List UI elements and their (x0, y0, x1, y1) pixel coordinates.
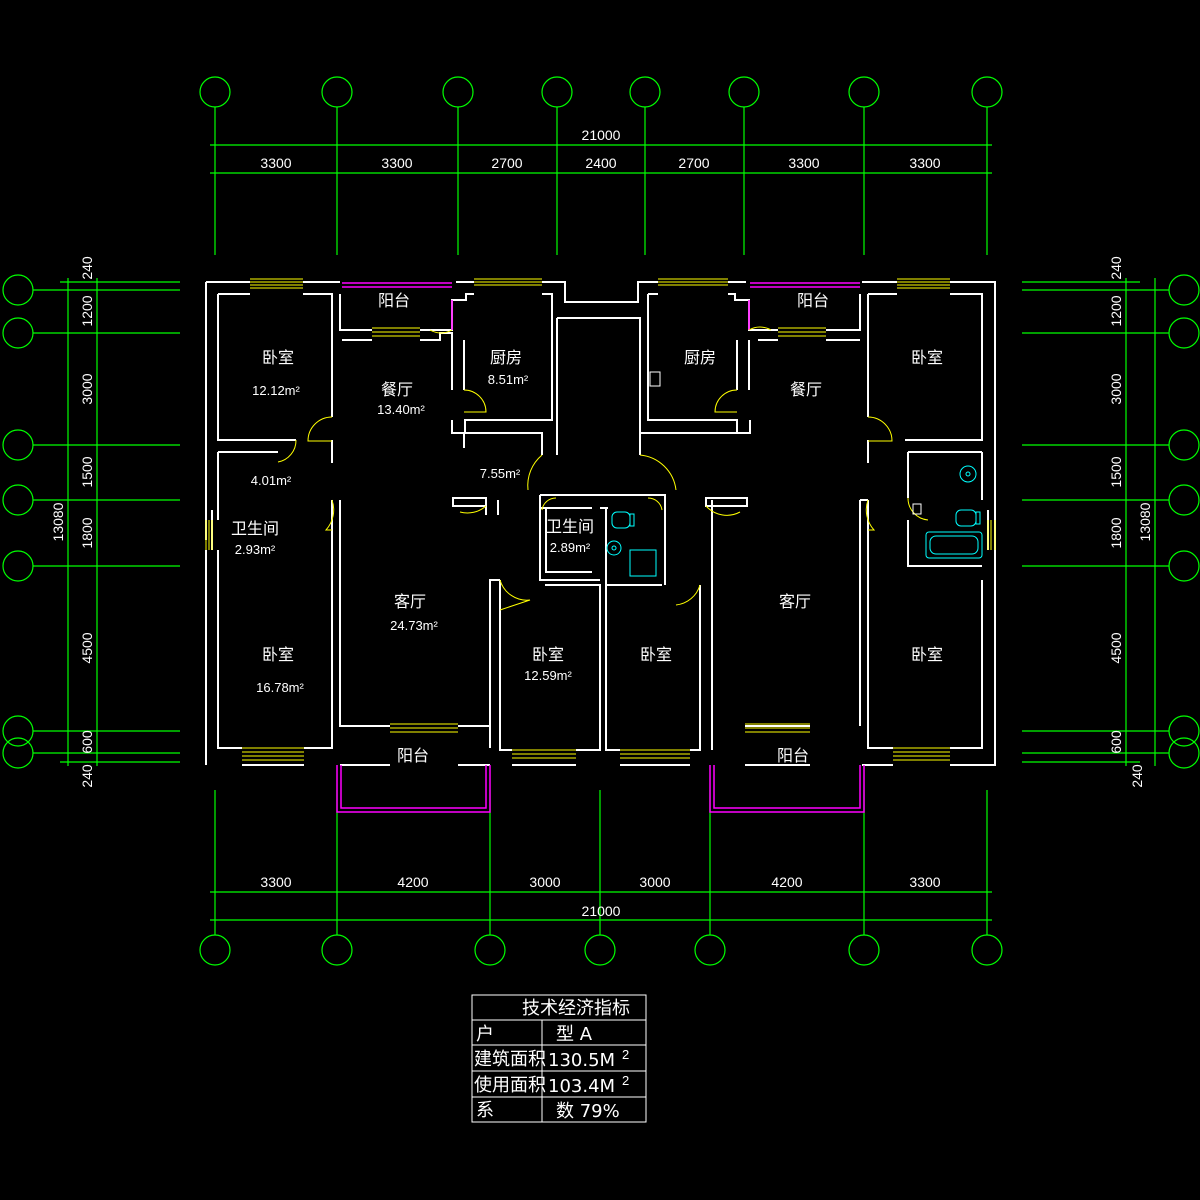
left-dim: 240 (79, 256, 95, 280)
left-dim: 1800 (79, 517, 95, 548)
left-dim: 1200 (79, 295, 95, 326)
room-label: 卧室 (911, 348, 943, 367)
bottom-dim: 4200 (771, 874, 802, 890)
room-label: 阳台 (397, 746, 429, 765)
bottom-axis-lines (210, 790, 992, 935)
bottom-dim: 3000 (639, 874, 670, 890)
right-total-dim: 13080 (1137, 502, 1153, 541)
room-label: 卧室 (911, 645, 943, 664)
room-label: 餐厅 (790, 380, 822, 399)
left-dim: 600 (79, 730, 95, 754)
top-dim: 3300 (381, 155, 412, 171)
room-label: 卫生间 (546, 517, 594, 536)
table-title: 技术经济指标 (522, 998, 630, 1019)
bathtub-icon (925, 531, 983, 559)
top-dim: 3300 (788, 155, 819, 171)
table-row-value: 数 79% (556, 1101, 620, 1122)
left-dim: 4500 (79, 632, 95, 663)
room-label: 卧室 (640, 645, 672, 664)
dimension-labels: 21000 3300 3300 2700 2400 2700 3300 3300… (50, 127, 1153, 919)
bottom-axis-bubbles (199, 934, 1003, 966)
right-dim: 1500 (1108, 456, 1124, 487)
right-dim: 600 (1108, 730, 1124, 754)
top-dim: 3300 (909, 155, 940, 171)
left-axis (2, 274, 180, 769)
room-label: 客厅 (394, 592, 426, 611)
table-row-label: 系 (476, 1100, 494, 1121)
room-area: 2.89m² (550, 540, 591, 555)
table-row-label: 建筑面积 (474, 1049, 546, 1070)
top-dim: 2400 (585, 155, 616, 171)
right-dim: 4500 (1108, 632, 1124, 663)
top-axis-bubbles (199, 76, 1003, 108)
windows (205, 278, 996, 761)
room-area: 8.51m² (488, 372, 529, 387)
room-area: 4.01m² (251, 473, 292, 488)
sink-icon (606, 540, 622, 556)
right-dim: 1800 (1108, 517, 1124, 548)
toilet-icon (955, 509, 981, 527)
tech-index-table: 技术经济指标 户 型 A 建筑面积 130.5M 2 使用面积 103.4M 2… (471, 994, 647, 1123)
bottom-dim: 3000 (529, 874, 560, 890)
room-area: 16.78m² (256, 680, 304, 695)
sink-icon (959, 465, 977, 483)
room-area: 12.59m² (524, 668, 572, 683)
washer-icon (629, 549, 657, 577)
right-dim: 240 (1129, 764, 1145, 788)
bottom-dim: 4200 (397, 874, 428, 890)
table-row-sup: 2 (622, 1073, 629, 1088)
small-fixtures (649, 371, 922, 515)
table-row-value: 130.5M (548, 1050, 615, 1071)
left-dim: 240 (79, 764, 95, 788)
right-dim: 240 (1108, 256, 1124, 280)
room-label: 厨房 (490, 348, 522, 367)
room-label: 厨房 (684, 348, 716, 367)
room-label: 阳台 (378, 291, 410, 310)
room-area: 13.40m² (377, 402, 425, 417)
left-total-dim: 13080 (50, 502, 66, 541)
toilet-icon (611, 511, 635, 529)
walls (205, 281, 996, 766)
room-label: 卧室 (262, 348, 294, 367)
room-label: 阳台 (777, 746, 809, 765)
axis-grid (2, 76, 1200, 966)
right-axis (1022, 274, 1200, 769)
room-label: 阳台 (797, 291, 829, 310)
room-area: 12.12m² (252, 383, 300, 398)
top-dim: 2700 (491, 155, 522, 171)
table-row-sup: 2 (622, 1047, 629, 1062)
room-area: 24.73m² (390, 618, 438, 633)
balcony-railings (336, 282, 865, 813)
top-dim: 3300 (260, 155, 291, 171)
room-label: 客厅 (779, 592, 811, 611)
right-dim: 1200 (1108, 295, 1124, 326)
room-label: 卫生间 (231, 519, 279, 538)
bottom-total-dim: 21000 (582, 903, 621, 919)
fixtures (606, 465, 983, 577)
table-row-label: 使用面积 (474, 1075, 546, 1096)
bottom-dim: 3300 (909, 874, 940, 890)
room-label: 卧室 (532, 645, 564, 664)
room-labels: 阳台 阳台 卧室 12.12m² 餐厅 13.40m² 厨房 8.51m² 厨房… (231, 291, 943, 765)
room-area: 2.93m² (235, 542, 276, 557)
left-dim: 3000 (79, 373, 95, 404)
table-row-value: 103.4M (548, 1076, 615, 1097)
top-dim: 2700 (678, 155, 709, 171)
door-swings (277, 326, 929, 611)
table-row-label: 户 (476, 1024, 494, 1045)
top-total-dim: 21000 (582, 127, 621, 143)
bottom-dim: 3300 (260, 874, 291, 890)
left-dim: 1500 (79, 456, 95, 487)
room-area: 7.55m² (480, 466, 521, 481)
room-label: 卧室 (262, 645, 294, 664)
top-axis-lines (210, 107, 992, 255)
room-label: 餐厅 (381, 380, 413, 399)
table-row-value: 型 A (556, 1024, 593, 1045)
right-dim: 3000 (1108, 373, 1124, 404)
